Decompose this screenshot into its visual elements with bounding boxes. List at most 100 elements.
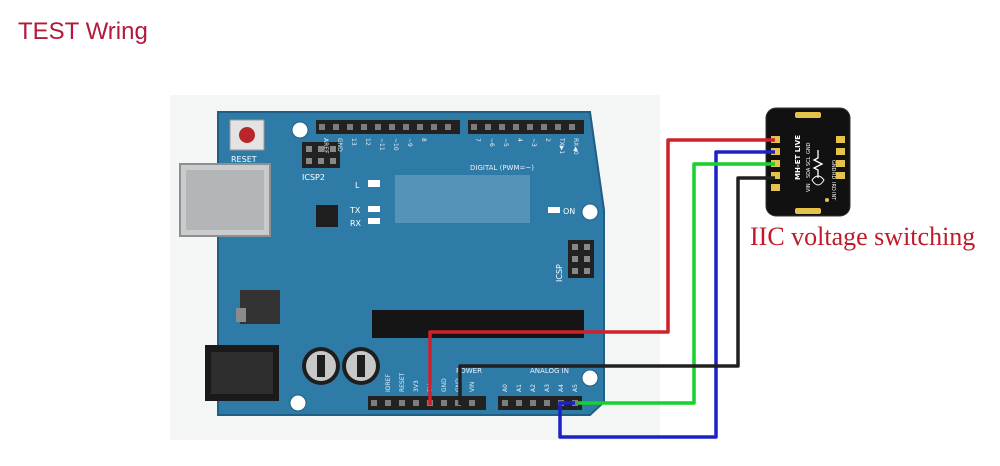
sensor-module: MH-ET LIVE VIN SDA SCL GND GND RD IRD IN… <box>765 107 851 217</box>
analog-pin-label: A3 <box>544 384 551 392</box>
bottom-pin-hole <box>413 400 419 406</box>
digital-pin-label: ~11 <box>378 138 385 151</box>
digital-pin-label: TX▶1 <box>558 137 565 154</box>
digital-pin-hole <box>431 124 437 130</box>
power-pin-label: RESET <box>399 372 406 392</box>
wire-sda <box>558 150 775 439</box>
bottom-pin-hole <box>371 400 377 406</box>
digital-pin-hole <box>361 124 367 130</box>
reset-label: RESET <box>231 155 257 164</box>
analog-label: ANALOG IN <box>530 367 569 375</box>
digital-pin-label: 12 <box>364 138 371 146</box>
power-label: POWER <box>456 367 482 375</box>
heart-icon <box>811 175 825 186</box>
bottom-pin-hole <box>469 400 475 406</box>
icsp-header <box>568 240 594 278</box>
sensor-pin-vin: VIN <box>806 183 812 192</box>
sensor-name: MH-ET LIVE <box>794 135 802 180</box>
digital-pin-hole <box>389 124 395 130</box>
digital-header-right <box>468 120 584 134</box>
analog-pin-label: A5 <box>572 384 579 392</box>
microcontroller <box>372 310 584 338</box>
wire-vin <box>428 138 775 405</box>
wire-scl <box>578 162 775 405</box>
digital-pin-label: ~6 <box>488 138 495 147</box>
usb-chip <box>316 205 338 227</box>
digital-pin-label: 13 <box>350 138 357 146</box>
led-tx-label: TX <box>349 206 361 215</box>
digital-pin-label: 7 <box>474 138 481 142</box>
capacitor <box>302 347 340 385</box>
digital-pin-label: 4 <box>516 138 523 142</box>
digital-pin-hole <box>417 124 423 130</box>
led-tx <box>368 206 380 212</box>
sensor-pin-scl: SCL <box>806 156 812 166</box>
bottom-pin-hole <box>385 400 391 406</box>
voltage-regulator <box>240 290 280 324</box>
bottom-pin-hole <box>516 400 522 406</box>
digital-pin-hole <box>513 124 519 130</box>
digital-pin-label: ~10 <box>392 138 399 151</box>
digital-pin-hole <box>555 124 561 130</box>
bottom-pin-hole <box>544 400 550 406</box>
digital-pin-hole <box>527 124 533 130</box>
icsp-label: ICSP <box>555 264 564 282</box>
led-rx <box>368 218 380 224</box>
digital-pin-hole <box>347 124 353 130</box>
led-on-label: ON <box>563 207 575 216</box>
digital-pin-hole <box>471 124 477 130</box>
analog-pin-label: A4 <box>558 384 565 392</box>
bottom-pin-hole <box>399 400 405 406</box>
led-l-label: L <box>355 181 360 190</box>
digital-pin-hole <box>485 124 491 130</box>
led-on <box>548 207 560 213</box>
digital-pin-hole <box>499 124 505 130</box>
icsp2-label: ICSP2 <box>302 173 325 182</box>
digital-pin-label: 8 <box>420 138 427 142</box>
digital-pin-hole <box>375 124 381 130</box>
analog-pin-label: A1 <box>516 384 523 392</box>
power-pin-label: GND <box>441 378 448 392</box>
digital-pin-label: ~3 <box>530 138 537 147</box>
digital-pin-hole <box>403 124 409 130</box>
digital-pin-hole <box>569 124 575 130</box>
bottom-pin-hole <box>441 400 447 406</box>
digital-pin-hole <box>541 124 547 130</box>
sensor-pin-top-int: INT <box>830 192 836 201</box>
digital-label: DIGITAL (PWM=~) <box>470 164 534 172</box>
iic-annotation: IIC voltage switching <box>750 222 976 251</box>
digital-pin-label: GND <box>336 138 343 152</box>
led-l <box>368 180 380 187</box>
led-rx-label: RX <box>350 219 362 228</box>
digital-header-left <box>316 120 460 134</box>
board-logo <box>395 175 530 223</box>
wire-gnd <box>458 176 775 405</box>
sensor-pin-gnd: GND <box>806 142 812 154</box>
power-pin-label: IOREF <box>385 374 392 392</box>
digital-pin-label: ~9 <box>406 138 413 147</box>
analog-pin-label: A2 <box>530 384 537 392</box>
digital-pin-label: RX◀0 <box>572 138 579 155</box>
sensor-pin-top-rd: RD <box>830 172 836 179</box>
diagram-title: TEST Wring <box>18 18 148 45</box>
digital-pin-label: 2 <box>544 138 551 142</box>
digital-pin-label: AREF <box>322 138 329 154</box>
sensor-pin-top-ird: IRD <box>830 182 836 191</box>
icsp2-header <box>302 142 340 168</box>
bottom-pin-hole <box>502 400 508 406</box>
power-pin-label: 3V3 <box>413 380 420 392</box>
digital-pin-hole <box>333 124 339 130</box>
heartbeat-icon <box>812 150 824 178</box>
power-pin-label: VIN <box>469 382 476 392</box>
digital-pin-hole <box>319 124 325 130</box>
sensor-pin-sda: SDA <box>806 167 812 178</box>
analog-pin-label: A0 <box>502 384 509 392</box>
bottom-pin-hole <box>455 400 461 406</box>
capacitor <box>342 347 380 385</box>
sensor-pin-top-gnd: GND <box>830 160 836 172</box>
bottom-pin-hole <box>530 400 536 406</box>
sensor-board <box>765 107 851 217</box>
digital-pin-label: ~5 <box>502 138 509 147</box>
